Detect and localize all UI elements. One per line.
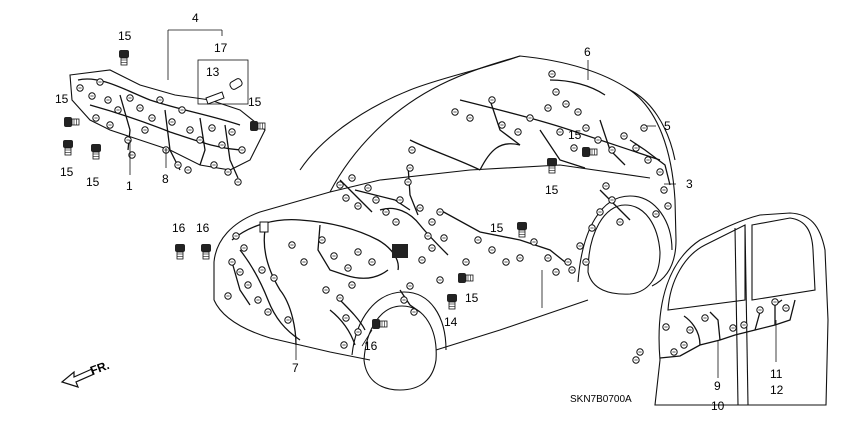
callout-9: 9 xyxy=(714,379,721,393)
callout-15-left-c: 15 xyxy=(86,175,100,189)
callout-11: 11 xyxy=(770,367,783,381)
rear-door-panel xyxy=(632,212,829,406)
main-harness xyxy=(224,139,572,349)
vehicle-body-outline xyxy=(213,55,677,391)
callout-17: 17 xyxy=(214,41,228,55)
callout-1: 1 xyxy=(126,179,133,193)
callout-15-roof: 15 xyxy=(568,128,582,142)
callout-12: 12 xyxy=(770,383,784,397)
callout-14: 14 xyxy=(444,315,458,329)
front-direction-arrow: FR. xyxy=(60,358,111,388)
callout-16-c: 16 xyxy=(364,339,378,353)
instrument-panel-harness xyxy=(69,59,266,186)
callout-8: 8 xyxy=(162,172,169,186)
callout-15-top: 15 xyxy=(118,29,132,43)
callout-6: 6 xyxy=(584,45,591,59)
callout-4: 4 xyxy=(192,11,199,25)
callout-15-pillar: 15 xyxy=(545,183,559,197)
leader-lines xyxy=(129,29,777,378)
callout-13: 13 xyxy=(206,65,220,79)
callout-labels: 4 17 13 15 15 15 15 15 1 8 6 5 3 15 15 1… xyxy=(55,11,784,413)
front-direction-label: FR. xyxy=(88,358,111,378)
callout-15-left-a: 15 xyxy=(55,92,69,106)
callout-16-a: 16 xyxy=(172,221,186,235)
fastener-bolts xyxy=(62,49,598,330)
callout-15-dash: 15 xyxy=(248,95,262,109)
callout-15-left-b: 15 xyxy=(60,165,74,179)
callout-16-b: 16 xyxy=(196,221,210,235)
callout-15-sill: 15 xyxy=(465,291,479,305)
callout-5: 5 xyxy=(664,119,671,133)
callout-7: 7 xyxy=(292,361,299,375)
roof-harness xyxy=(451,70,672,274)
callout-10: 10 xyxy=(711,399,725,413)
part-code: SKN7B0700A xyxy=(570,394,632,405)
callout-15-floor: 15 xyxy=(490,221,504,235)
callout-3: 3 xyxy=(686,177,693,191)
